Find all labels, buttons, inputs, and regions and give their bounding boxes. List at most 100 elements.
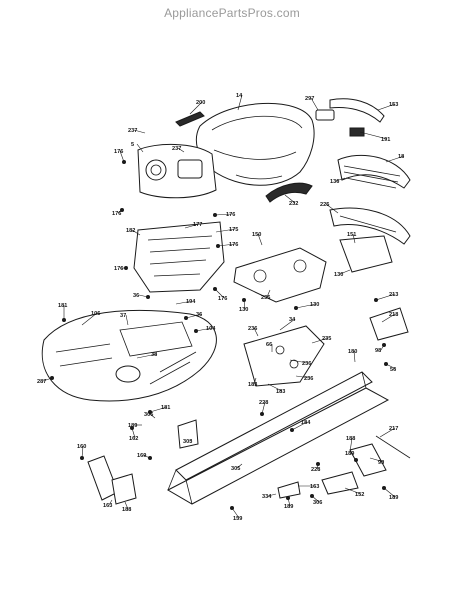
part-number-label[interactable]: 228	[259, 400, 268, 406]
part-number-label[interactable]: 176	[114, 266, 123, 272]
part-number-label[interactable]: 189	[345, 451, 354, 457]
part-number-label[interactable]: 235	[322, 336, 331, 342]
leader-line	[136, 353, 158, 359]
grille-frame-part[interactable]	[133, 221, 225, 293]
part-number-label[interactable]: 18	[398, 154, 404, 160]
part-number-label[interactable]: 151	[347, 232, 356, 238]
part-number-label[interactable]: 183	[276, 389, 285, 395]
part-number-label[interactable]: 200	[196, 100, 205, 106]
part-number-label[interactable]: 152	[355, 492, 364, 498]
part-number-label[interactable]: 236	[304, 376, 313, 382]
part-number-label[interactable]: 37	[120, 313, 126, 319]
part-number-label[interactable]: 93	[378, 460, 384, 466]
part-number-label[interactable]: 5	[131, 142, 134, 148]
front-bracket-part[interactable]	[87, 455, 137, 505]
part-number-label[interactable]: 188	[122, 507, 131, 513]
part-number-label[interactable]: 130	[239, 307, 248, 313]
part-number-label[interactable]: 130	[310, 302, 319, 308]
air-filter-part[interactable]	[265, 182, 313, 203]
part-number-label[interactable]: 213	[389, 292, 398, 298]
side-panel-part[interactable]	[337, 154, 411, 189]
part-number-label[interactable]: 36	[196, 312, 202, 318]
part-number-label[interactable]: 194	[186, 299, 196, 305]
part-number-label[interactable]: 306	[144, 412, 153, 418]
dash-panel-part[interactable]	[137, 143, 217, 199]
spacer-part[interactable]	[177, 419, 199, 449]
part-number-label[interactable]: 169	[137, 453, 146, 459]
main-frame-part[interactable]	[166, 371, 390, 505]
part-number-label[interactable]: 237	[172, 146, 181, 152]
part-number-label[interactable]: 188	[346, 436, 355, 442]
part-number-label[interactable]: 218	[389, 312, 398, 318]
part-number-label[interactable]: 232	[289, 201, 298, 207]
mount-plate-part[interactable]	[233, 247, 327, 303]
part-number-label[interactable]: 228	[311, 467, 320, 473]
part-number-label[interactable]: 184	[301, 420, 311, 426]
part-number-label[interactable]: 237	[128, 128, 137, 134]
side-shield-part[interactable]	[329, 207, 411, 245]
part-number-label[interactable]: 191	[381, 137, 390, 143]
rear-bracket-part[interactable]	[321, 435, 411, 495]
part-number-label[interactable]: 225	[320, 202, 329, 208]
part-number-label[interactable]: 235	[261, 295, 270, 301]
part-number-label[interactable]: 183	[248, 382, 257, 388]
part-number-label[interactable]: 287	[37, 379, 46, 385]
leader-line	[81, 445, 84, 459]
hood-strip-part[interactable]	[175, 111, 205, 127]
leader-line	[253, 377, 257, 385]
part-number-label[interactable]: 189	[389, 495, 398, 501]
leader-line	[119, 150, 125, 163]
plate-part[interactable]	[277, 481, 301, 499]
part-number-label[interactable]: 303	[183, 439, 192, 445]
part-number-label[interactable]: 176	[114, 149, 123, 155]
leader-line	[175, 300, 193, 305]
part-number-label[interactable]: 36	[133, 293, 139, 299]
part-number-label[interactable]: 130	[334, 272, 343, 278]
part-number-label[interactable]: 162	[129, 436, 138, 442]
part-number-label[interactable]: 180	[348, 349, 357, 355]
part-number-label[interactable]: 217	[389, 426, 398, 432]
part-number-label[interactable]: 160	[77, 444, 86, 450]
leader-line	[267, 493, 277, 497]
part-number-label[interactable]: 38	[151, 352, 157, 358]
part-number-label[interactable]: 297	[305, 96, 314, 102]
part-number-label[interactable]: 163	[103, 503, 112, 509]
part-number-label[interactable]: 159	[233, 516, 242, 522]
part-number-label[interactable]: 181	[161, 405, 170, 411]
part-number-label[interactable]: 176	[218, 296, 227, 302]
part-number-label[interactable]: 175	[229, 227, 238, 233]
pedal-bracket-part[interactable]	[243, 325, 325, 387]
bracket-part[interactable]	[329, 98, 385, 123]
lens-part[interactable]	[315, 109, 335, 121]
leader-line	[195, 327, 213, 332]
part-number-label[interactable]: 236	[248, 326, 257, 332]
support-part[interactable]	[339, 235, 393, 273]
part-number-label[interactable]: 66	[266, 342, 272, 348]
part-number-label[interactable]: 181	[58, 303, 67, 309]
part-number-label[interactable]: 14	[236, 93, 243, 99]
part-number-label[interactable]: 150	[252, 232, 261, 238]
part-number-label[interactable]: 56	[390, 367, 396, 373]
part-number-label[interactable]: 153	[389, 102, 398, 108]
part-number-label[interactable]: 98	[375, 348, 381, 354]
part-number-label[interactable]: 176	[229, 242, 238, 248]
part-number-label[interactable]: 189	[128, 423, 137, 429]
hitch-plate-part[interactable]	[369, 307, 409, 341]
part-number-label[interactable]: 176	[112, 211, 121, 217]
part-number-label[interactable]: 104	[206, 326, 216, 332]
part-number-label[interactable]: 34	[289, 317, 296, 323]
part-number-label[interactable]: 136	[330, 179, 339, 185]
part-number-label[interactable]: 306	[313, 500, 322, 506]
footrest-deck-part[interactable]	[41, 309, 217, 402]
part-number-label[interactable]: 182	[126, 228, 135, 234]
part-number-label[interactable]: 106	[91, 311, 100, 317]
part-number-label[interactable]: 189	[284, 504, 293, 510]
part-number-label[interactable]: 334	[262, 494, 272, 500]
part-number-label[interactable]: 177	[193, 222, 202, 228]
part-number-label[interactable]: 236	[302, 361, 311, 367]
part-number-label[interactable]: 176	[226, 212, 235, 218]
block-part[interactable]	[349, 127, 365, 137]
part-number-label[interactable]: 163	[310, 484, 319, 490]
part-number-label[interactable]: 305	[231, 466, 240, 472]
